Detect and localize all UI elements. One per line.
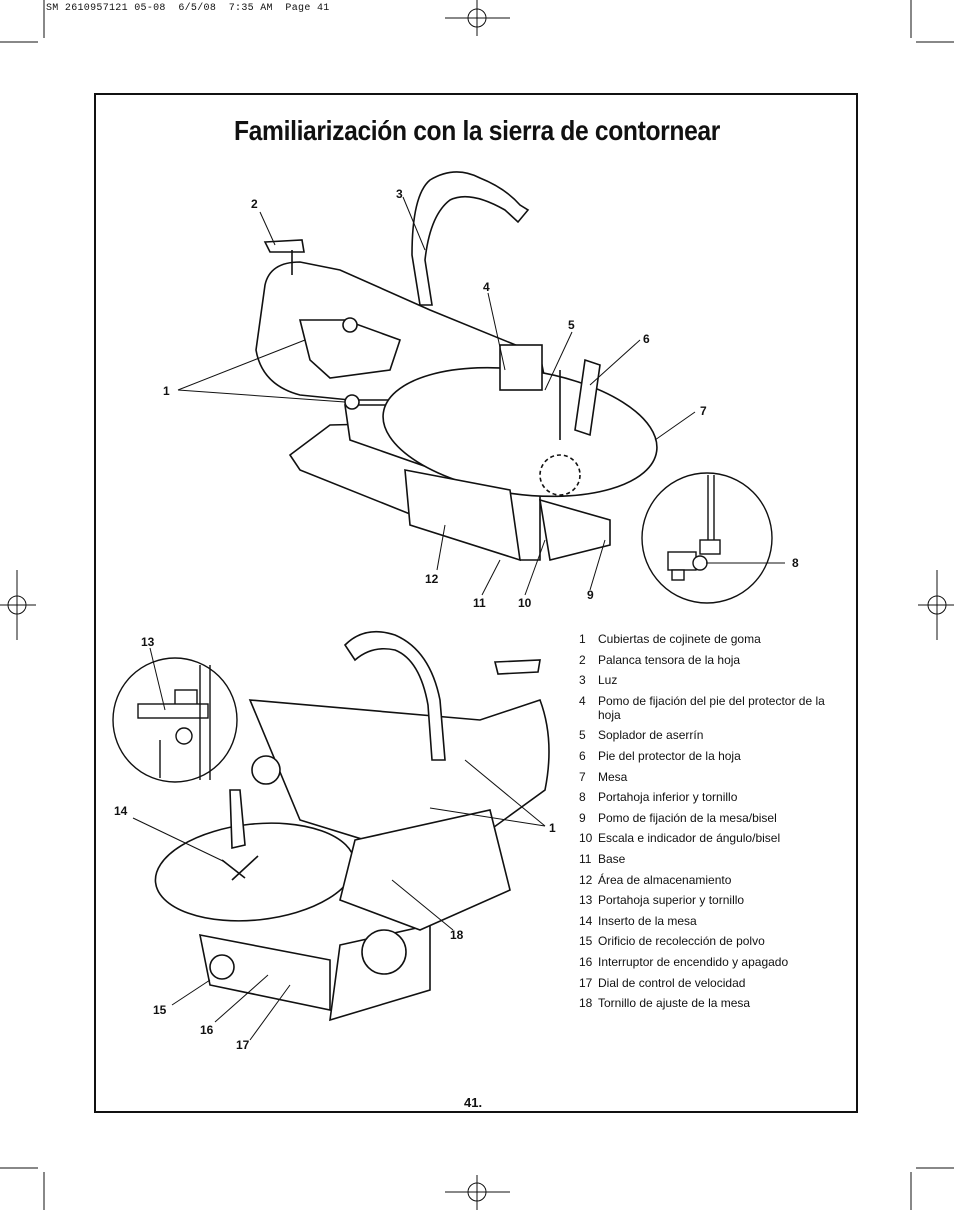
callout-16: 16: [200, 1023, 214, 1037]
callout-6: 6: [643, 332, 650, 346]
page-number: 41.: [464, 1095, 483, 1110]
callout-15: 15: [153, 1003, 167, 1017]
page-title: Familiarización con la sierra de contorn…: [233, 115, 721, 146]
callout-4: 4: [483, 280, 490, 294]
callout-7: 7: [700, 404, 707, 418]
callout-11: 11: [473, 596, 486, 610]
inset-upper-blade-holder: [112, 657, 238, 783]
callout-3: 3: [396, 187, 403, 201]
callout-18: 18: [450, 928, 464, 942]
leader-lines: [132, 196, 785, 1041]
callout-2: 2: [251, 197, 258, 211]
callout-14: 14: [114, 804, 128, 818]
callout-1-top: 1: [163, 384, 170, 398]
callout-17: 17: [236, 1038, 250, 1052]
callout-5: 5: [568, 318, 575, 332]
callout-9: 9: [587, 588, 594, 602]
callout-13: 13: [141, 635, 155, 649]
callout-1-bottom: 1: [549, 821, 556, 835]
top-saw-drawing: [255, 171, 658, 562]
inset-lower-blade-holder: [641, 472, 773, 604]
callout-8: 8: [792, 556, 799, 570]
bottom-saw-drawing: [154, 630, 550, 1022]
print-slug: SM 2610957121 05-08 6/5/08 7:35 AM Page …: [46, 3, 330, 14]
page-frame: [94, 93, 858, 1113]
callout-10: 10: [518, 596, 532, 610]
callout-12: 12: [425, 572, 439, 586]
